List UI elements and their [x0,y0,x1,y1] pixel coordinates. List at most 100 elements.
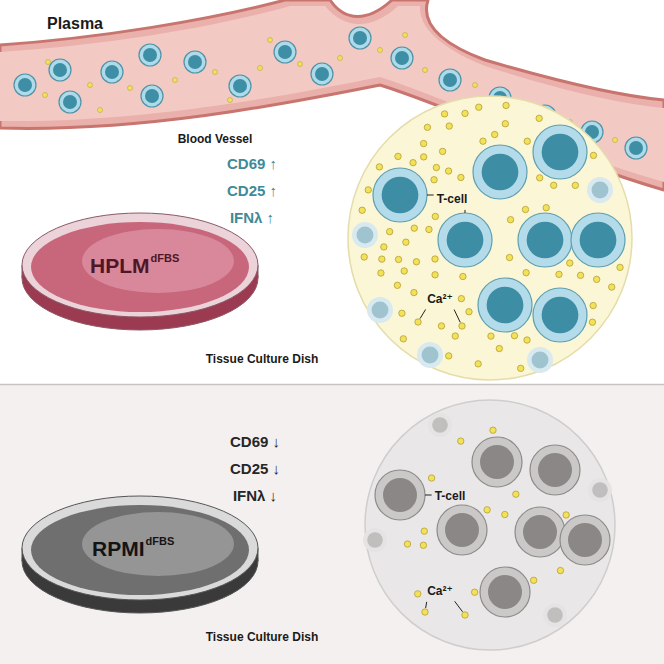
calcium-dot [420,154,426,160]
marker-label: CD25 ↓ [230,460,280,477]
blood-cell [49,59,71,81]
t-cell [518,213,572,267]
leader-line [425,495,432,496]
calcium-dot [258,66,263,71]
calcium-dot [381,244,387,250]
calcium-dot [613,138,618,143]
calcium-dot [506,254,512,260]
calcium-dot [543,205,549,211]
vessel-wall [0,0,664,190]
calcium-dot [484,507,490,513]
calcium-dot [589,319,595,325]
calcium-dot [458,174,464,180]
t-cell [533,288,587,342]
dish-drawing [22,213,258,330]
calcium-dot [378,270,384,276]
top-panel [0,0,664,384]
calcium-dot [432,272,438,278]
calcium-dot [401,268,407,274]
calcium-dot [438,323,444,329]
blood-cell [14,74,36,96]
blood-cell [59,91,81,113]
calcium-dot [432,256,438,262]
calcium-dot [365,187,371,193]
dish-label: Tissue Culture Dish [206,631,318,645]
magnified-view [348,96,632,380]
calcium-dot [428,475,434,481]
blood-cell [349,27,371,49]
calcium-dot [421,528,427,534]
marker-label: CD69 ↑ [227,155,277,172]
leader-line [426,602,427,608]
calcium-dot [228,98,233,103]
calcium-dot [394,282,400,288]
calcium-dot [433,164,439,170]
calcium-dot [536,175,542,181]
calcium-dot [423,68,428,73]
bottom-panel [0,385,664,664]
calcium-dot [476,104,482,110]
calcium-dot [524,138,530,144]
faded-cell [352,222,378,248]
t-cell [560,515,610,565]
calcium-dot [410,159,416,165]
t-cell-view-shape [365,400,615,650]
blood-cell [229,75,251,97]
calcium-dot [441,111,447,117]
cell-label: T-cell [435,490,466,504]
faded-cell [527,347,553,373]
calcium-dot [446,353,452,359]
calcium-dot [379,256,385,262]
calcium-dot [420,140,426,146]
marker-label: CD69 ↓ [230,433,280,450]
leader-line [454,310,460,323]
blood-cell [274,41,296,63]
calcium-dot [213,70,218,75]
calcium-dot [445,168,451,174]
leader-line [427,195,434,196]
calcium-dot [473,83,478,88]
medium-superscript: dFBS [146,535,175,548]
cell-drawing [348,96,632,380]
t-cell [375,470,425,520]
faded-cell [428,413,452,437]
faded-cell [363,528,387,552]
t-cell-view: T-cellCa²⁺ [365,400,615,650]
calcium-dot [462,110,468,116]
calcium-dot [98,108,103,113]
marker-label: CD25 ↑ [227,182,277,199]
faded-cell [588,478,612,502]
calcium-dot [128,86,133,91]
magnified-view [365,400,615,650]
t-cell [480,567,530,617]
calcium-dot [404,541,410,547]
t-cell-view: T-cellCa²⁺ [348,96,632,380]
calcium-dot [491,131,497,137]
calcium-dot [298,62,303,67]
calcium-dot [338,56,343,61]
t-cell [437,505,487,555]
blood-cell [391,47,413,69]
calcium-dot [567,260,573,266]
calcium-dot [46,60,51,65]
calcium-dot [399,310,405,316]
calcium-dot [431,177,437,183]
divider-line [0,384,664,386]
faded-cell [543,603,567,627]
leader-line [420,309,426,318]
calcium-dot [413,259,419,265]
calcium-dot [395,153,401,159]
calcium-dot [466,309,472,315]
calcium-dot [411,225,417,231]
dish-drawing [22,496,258,613]
calcium-dot [522,206,528,212]
culture-dish: HPLMdFBSTissue Culture Dish [20,205,260,345]
calcium-dot [403,33,408,38]
calcium-dot [426,226,432,232]
calcium-dot [496,345,502,351]
vessel-label: Blood Vessel [178,133,253,147]
calcium-dot [411,289,417,295]
calcium-dot [557,567,563,573]
culture-dish: RPMIdFBSTissue Culture Dish [20,485,260,625]
calcium-dot [403,239,409,245]
